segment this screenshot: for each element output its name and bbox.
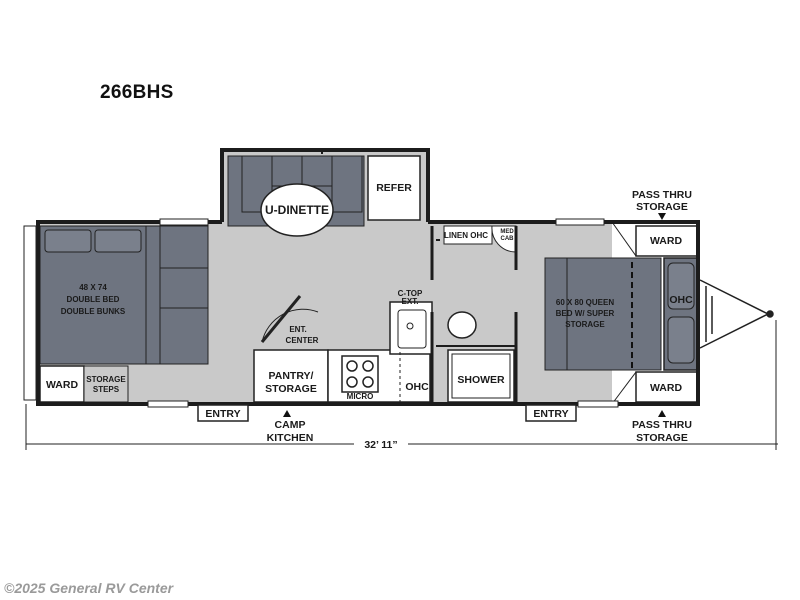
pass-thru-bottom-storage-label: STORAGE: [636, 432, 688, 444]
storage-steps-box: [83, 365, 129, 403]
rear-window: [23, 225, 37, 401]
walls: [36, 148, 700, 406]
ward-box-bottom-right: [635, 371, 699, 403]
queen-bed: [544, 257, 699, 371]
entry-left-label: ENTRY: [205, 408, 240, 420]
ward-box-top-right: [635, 225, 699, 257]
u-dinette-label: U-DINETTE: [265, 203, 329, 217]
window-top-right: [555, 218, 605, 226]
shower-label: SHOWER: [457, 374, 505, 386]
refer-label: REFER: [376, 182, 412, 194]
kitchen-label: KITCHEN: [267, 432, 314, 444]
refer-box: [367, 155, 421, 221]
center-label: CENTER: [286, 336, 319, 345]
pass-thru-bottom-label: PASS THRU: [632, 419, 692, 431]
ent-label: ENT.: [289, 325, 306, 334]
storage-label: STORAGE: [86, 375, 126, 384]
camp-kitchen-arrow: [283, 410, 291, 417]
stovetop: [341, 355, 379, 393]
bunk-line1-label: DOUBLE BED: [67, 295, 120, 304]
queen-line2-label: BED W/ SUPER: [556, 309, 615, 318]
hitch-tongue: [699, 279, 774, 349]
camp-label: CAMP: [275, 419, 306, 431]
ctop-label: C-TOP: [398, 289, 423, 298]
steps-label: STEPS: [93, 385, 120, 394]
linen-ohc-label: LINEN OHC: [444, 231, 488, 240]
bunk-bed: [39, 225, 147, 365]
queen-line3-label: STORAGE: [565, 320, 605, 329]
copyright-watermark: ©2025 General RV Center: [4, 580, 174, 596]
toilet: [447, 311, 477, 339]
u-dinette: [227, 155, 365, 237]
sofa: [145, 225, 209, 365]
pantry-storage-label: STORAGE: [265, 383, 317, 395]
pass-thru-top-label: PASS THRU: [632, 189, 692, 201]
shower-box: [447, 349, 515, 403]
shower-inner: [451, 353, 511, 399]
window-bottom-left: [147, 400, 189, 408]
pantry-box: [253, 349, 329, 403]
med-label: MED: [500, 229, 514, 235]
ohc-bedroom-label: OHC: [669, 294, 693, 306]
sink-drain: [406, 322, 414, 330]
pass-thru-top-storage-label: STORAGE: [636, 201, 688, 213]
entry-right-label: ENTRY: [533, 408, 568, 420]
pantry-label: PANTRY/: [269, 370, 314, 382]
ext-label: EXT.: [402, 297, 419, 306]
pass-thru-arrow-bottom: [658, 410, 666, 417]
entry-box-left: [197, 404, 249, 422]
linen-box: [443, 225, 493, 245]
window-top-left: [159, 218, 209, 226]
pass-thru-arrow-top: [658, 213, 666, 220]
cab-label: CAB: [501, 236, 515, 242]
model-title: 266BHS: [100, 82, 174, 103]
bunk-line2-label: DOUBLE BUNKS: [61, 307, 126, 316]
bunk-size-label: 48 X 74: [79, 283, 107, 292]
queen-line1-label: 60 X 80 QUEEN: [556, 298, 614, 307]
length-label: 32’ 11”: [364, 439, 397, 451]
micro-label: MICRO: [347, 392, 374, 401]
ward-bottom-right-label: WARD: [650, 382, 682, 394]
window-bottom-right: [577, 400, 619, 408]
ent-center-door: [261, 308, 319, 343]
sink-basin: [397, 309, 427, 349]
ent-center-wall: [260, 295, 302, 343]
ward-left-label: WARD: [46, 379, 78, 391]
ward-top-right-label: WARD: [650, 235, 682, 247]
ohc-kitchen-label: OHC: [405, 381, 429, 393]
entry-box-right: [525, 404, 577, 422]
